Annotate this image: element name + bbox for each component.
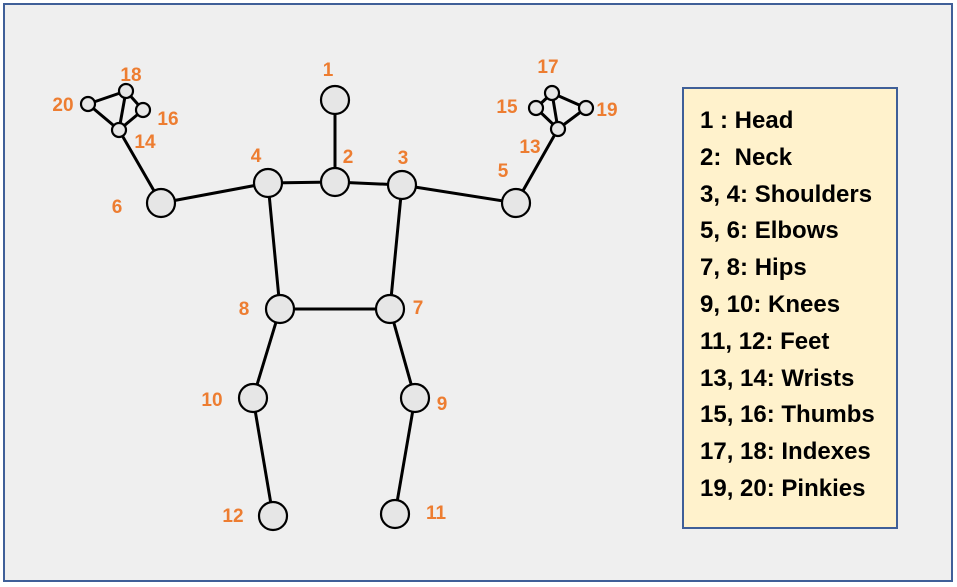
legend-item: 13, 14: Wrists [700, 364, 855, 392]
joint-label-11: 11 [426, 503, 447, 524]
joint-label-13: 13 [519, 137, 540, 158]
joint-4 [252, 167, 284, 199]
bone-9-11 [393, 396, 417, 516]
joint-19 [577, 99, 595, 117]
joint-label-18: 18 [120, 65, 141, 86]
joint-label-7: 7 [413, 298, 424, 319]
legend-item: 9, 10: Knees [700, 290, 841, 318]
bone-4-6 [159, 181, 270, 205]
joint-label-9: 9 [437, 394, 448, 415]
joint-8 [264, 293, 296, 325]
legend-box: 1 : Head 2: Neck 3, 4: Shoulders 5, 6: Elbo… [682, 87, 898, 529]
joint-1 [319, 84, 351, 116]
joint-13 [549, 120, 567, 138]
joint-7 [374, 293, 406, 325]
joint-label-5: 5 [498, 161, 509, 182]
joint-label-6: 6 [112, 197, 123, 218]
joint-18 [117, 82, 135, 100]
joint-label-20: 20 [52, 95, 73, 116]
joint-label-19: 19 [596, 100, 617, 121]
joint-5 [500, 187, 532, 219]
legend-item: 5, 6: Elbows [700, 217, 839, 245]
joint-label-15: 15 [496, 97, 518, 118]
joint-label-17: 17 [537, 57, 558, 78]
legend-item: 2: Neck [700, 143, 793, 171]
legend-item: 7, 8: Hips [700, 254, 807, 282]
bone-3-5 [400, 183, 518, 205]
joint-11 [379, 498, 411, 530]
joint-label-4: 4 [251, 146, 262, 167]
legend-item: 3, 4: Shoulders [700, 180, 873, 208]
joint-17 [543, 84, 561, 102]
joint-label-1: 1 [323, 60, 334, 81]
bone-10-12 [251, 396, 275, 518]
joint-label-16: 16 [157, 109, 178, 130]
bone-3-7 [388, 183, 404, 311]
joint-label-2: 2 [343, 147, 354, 168]
bone-8-10 [251, 307, 282, 400]
legend-item: 19, 20: Pinkies [700, 474, 866, 502]
joint-20 [79, 95, 97, 113]
bone-7-9 [388, 307, 417, 400]
joint-label-14: 14 [134, 132, 156, 153]
joint-14 [110, 121, 128, 139]
joint-2 [319, 166, 351, 198]
joint-label-12: 12 [222, 506, 243, 527]
joint-label-8: 8 [239, 299, 250, 320]
joint-label-10: 10 [201, 390, 222, 411]
bone-4-8 [266, 181, 282, 311]
legend-item: 15, 16: Thumbs [700, 401, 875, 429]
joint-10 [237, 382, 269, 414]
legend-item: 11, 12: Feet [700, 327, 830, 355]
joint-12 [257, 500, 289, 532]
joint-6 [145, 187, 177, 219]
joint-16 [134, 101, 152, 119]
joint-9 [399, 382, 431, 414]
joint-15 [527, 99, 545, 117]
legend-item: 1 : Head [700, 107, 794, 134]
joint-3 [386, 169, 418, 201]
legend-item: 17, 18: Indexes [700, 438, 871, 466]
joint-label-3: 3 [398, 148, 409, 169]
